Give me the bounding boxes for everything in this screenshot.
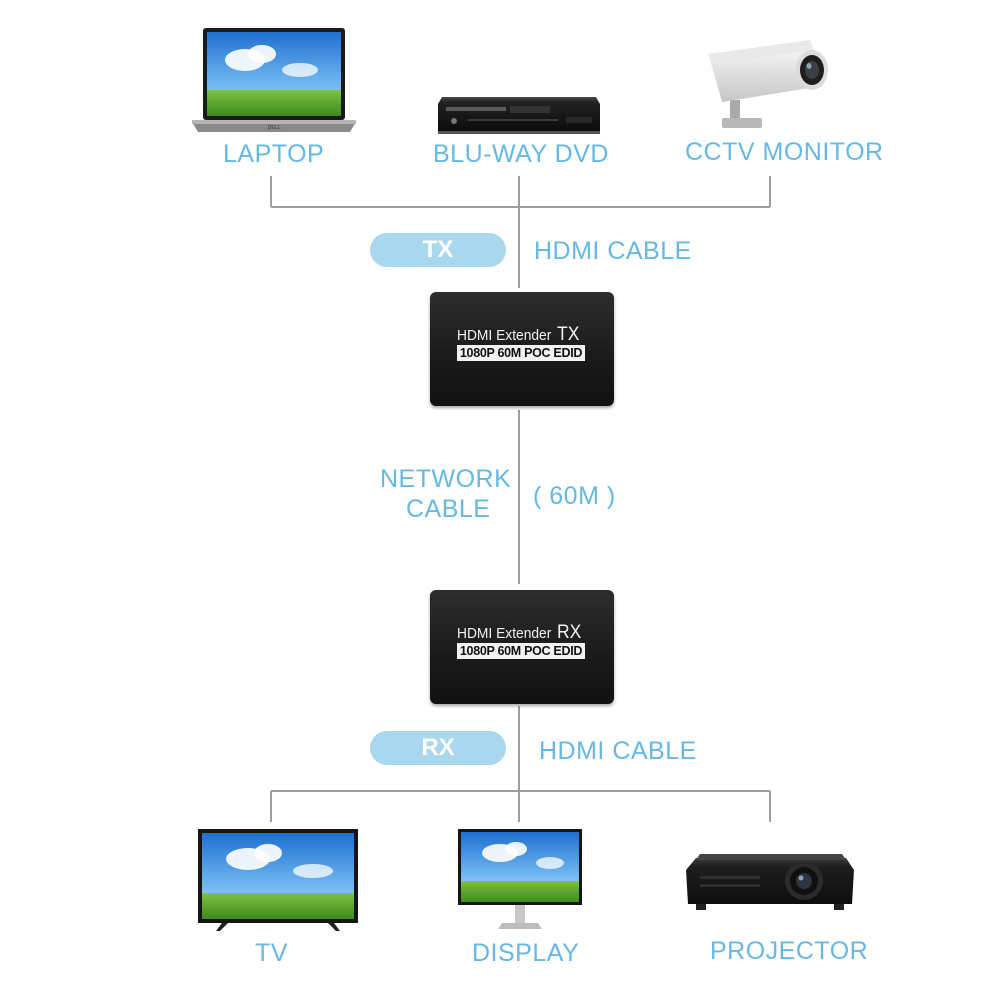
monitor-icon [458, 829, 582, 929]
rx-extender-title: HDMI Extender [457, 625, 552, 642]
rx-extender-code: RX [557, 622, 582, 643]
tx-extender-title: HDMI Extender [457, 327, 552, 344]
tv-icon [198, 829, 358, 931]
network-cable-label-line1: NETWORK [380, 465, 512, 493]
network-cable-label-line2: CABLE [406, 495, 491, 523]
cctv-label: CCTV MONITOR [685, 138, 884, 166]
rx-pill: RX [370, 731, 506, 765]
projector-label: PROJECTOR [710, 937, 869, 965]
tx-hdmi-cable-label: HDMI CABLE [534, 237, 692, 265]
tx-extender-spec: 1080P 60M POC EDID [457, 345, 585, 361]
rx-extender-spec: 1080P 60M POC EDID [457, 643, 585, 659]
network-distance-label: ( 60M ) [533, 482, 616, 510]
tx-extender-name: HDMI Extender TX [457, 324, 579, 346]
tx-pill: TX [370, 233, 506, 267]
display-label: DISPLAY [472, 939, 580, 967]
dvd-label: BLU-WAY DVD [433, 140, 609, 168]
laptop-icon: DELL [192, 28, 356, 132]
laptop-label: LAPTOP [223, 140, 325, 168]
tv-label: TV [255, 939, 288, 967]
dvd-player-icon [438, 97, 600, 134]
tx-extender-device: HDMI Extender TX 1080P 60M POC EDID [430, 292, 614, 406]
cctv-camera-icon [708, 40, 828, 128]
laptop-brand-logo: DELL [268, 125, 281, 131]
rx-extender-name: HDMI Extender RX [457, 622, 581, 644]
rx-hdmi-cable-label: HDMI CABLE [539, 737, 697, 765]
tx-extender-code: TX [557, 324, 580, 345]
rx-extender-device: HDMI Extender RX 1080P 60M POC EDID [430, 590, 614, 704]
projector-icon [686, 854, 854, 910]
